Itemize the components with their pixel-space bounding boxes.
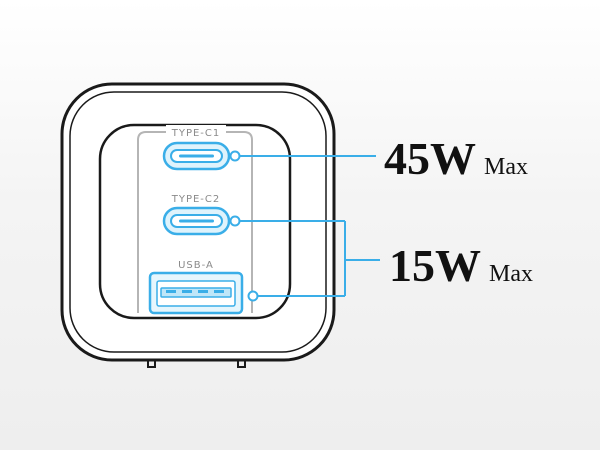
wattage-value: 45W xyxy=(384,133,476,184)
wattage-value: 15W xyxy=(389,240,481,291)
wattage-max-label: Max xyxy=(489,261,533,287)
usb-a-port-icon xyxy=(148,271,244,315)
spec-15w: 15W Max xyxy=(389,243,533,289)
wattage-max-label: Max xyxy=(484,154,528,180)
usb-c-port-icon xyxy=(162,141,231,171)
usb-c-port-icon xyxy=(162,206,231,236)
port-label-usb-a: USB-A xyxy=(178,260,214,271)
callout-lines xyxy=(229,150,380,302)
port-label-type-c1: TYPE-C1 xyxy=(171,128,221,139)
port-label-type-c2: TYPE-C2 xyxy=(171,194,221,205)
spec-45w: 45W Max xyxy=(384,136,528,182)
